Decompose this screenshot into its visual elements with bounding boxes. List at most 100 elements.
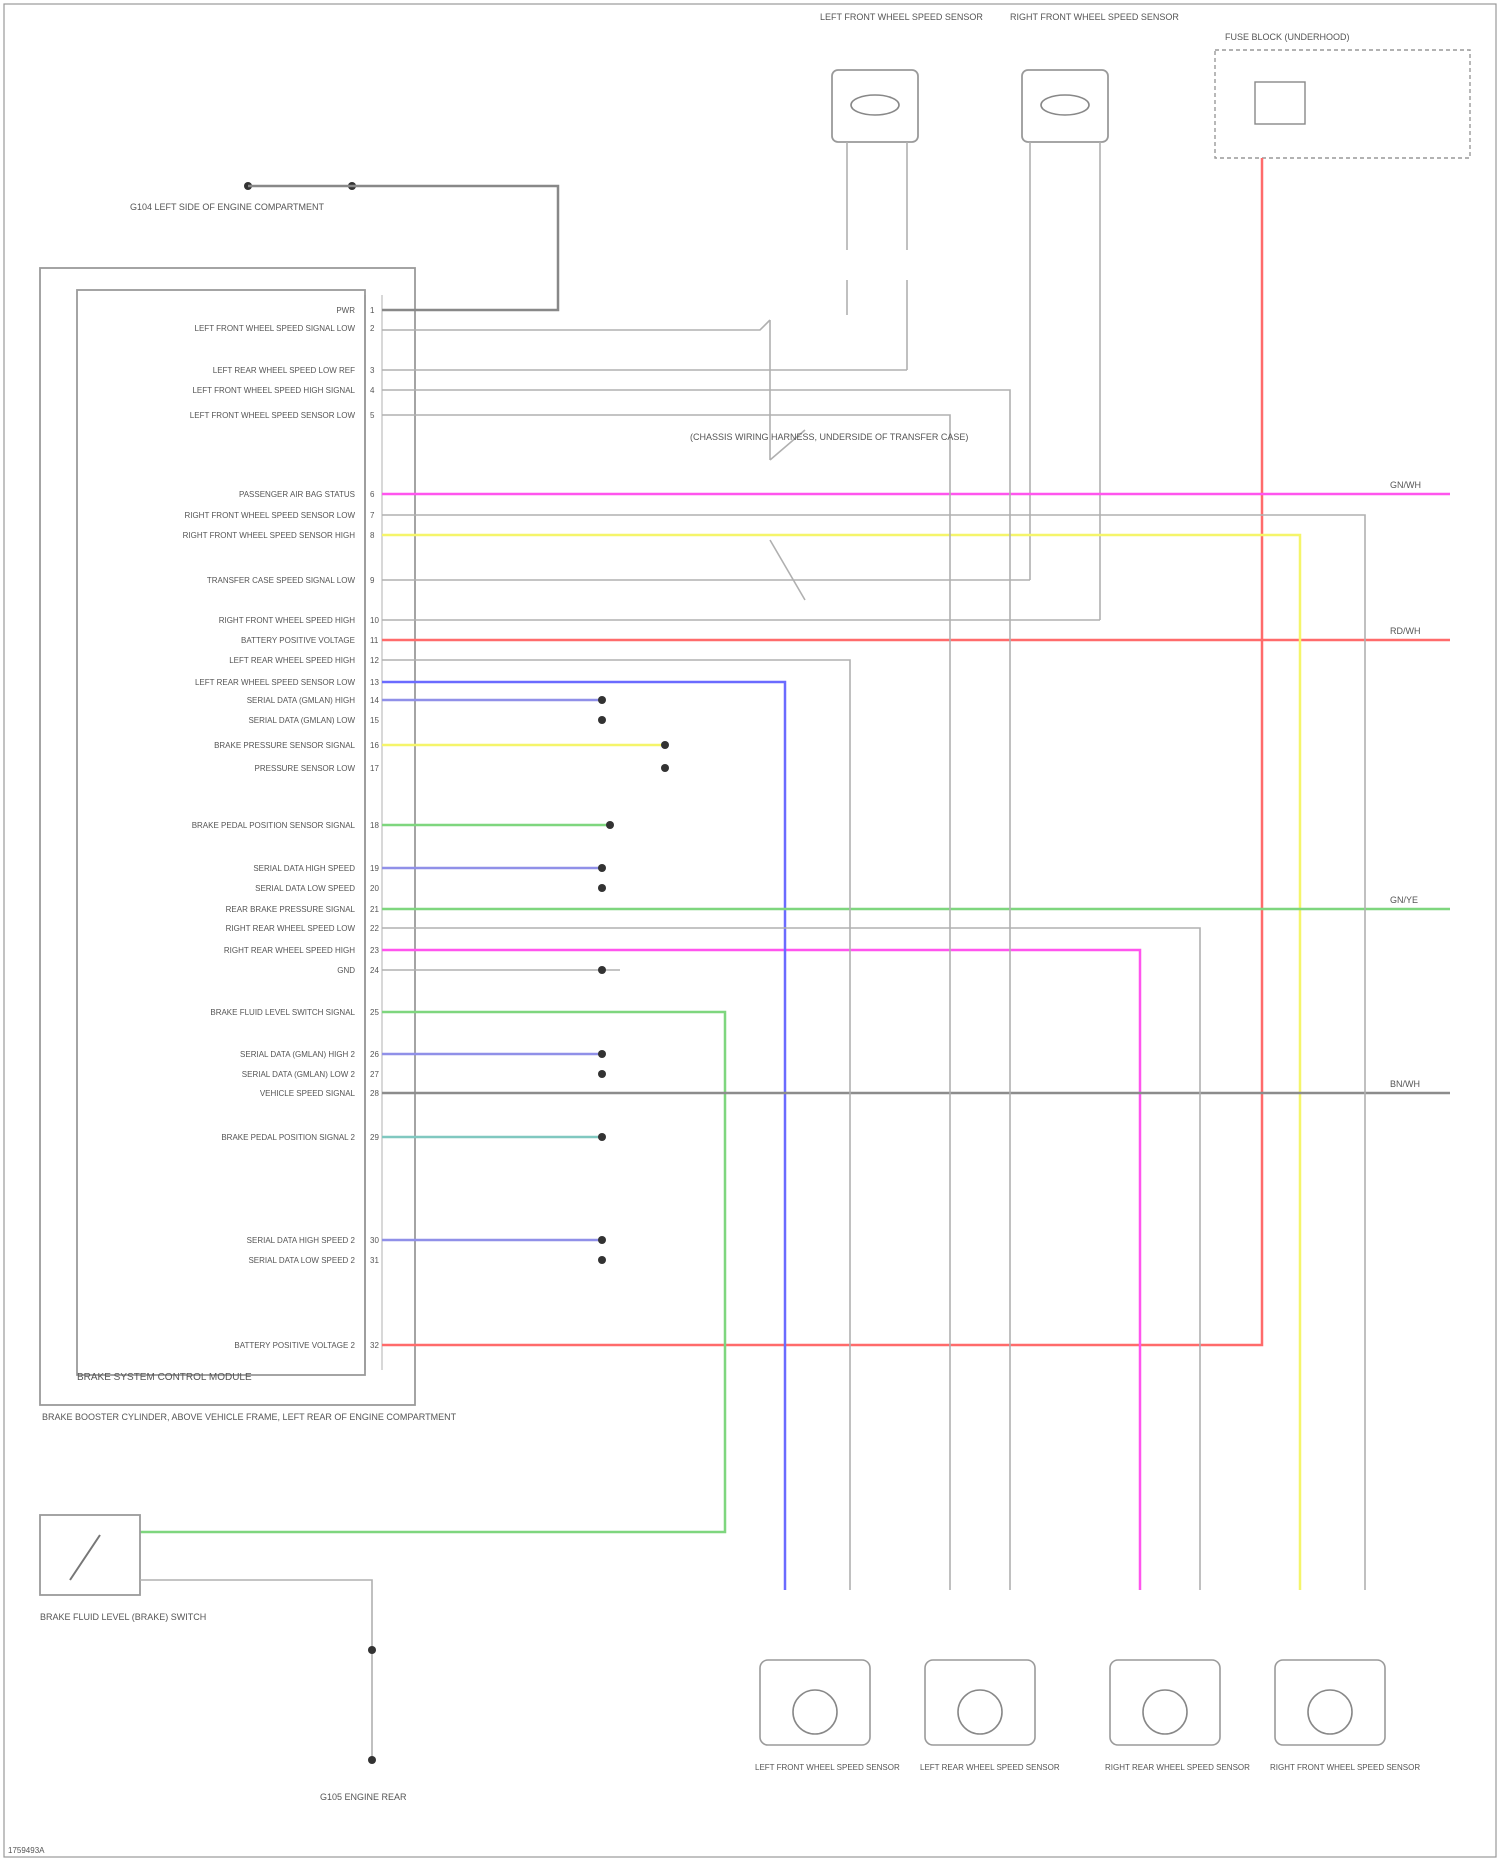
pin-number: 32 bbox=[370, 1341, 379, 1350]
pin-number: 31 bbox=[370, 1256, 379, 1265]
pin-number: 16 bbox=[370, 741, 379, 750]
edge-label-4: BN/WH bbox=[1390, 1079, 1420, 1089]
pin-label: SERIAL DATA (GMLAN) HIGH 2 bbox=[240, 1050, 356, 1059]
pin-number: 18 bbox=[370, 821, 379, 830]
pin-label: SERIAL DATA (GMLAN) LOW bbox=[248, 716, 355, 725]
pin-label: LEFT REAR WHEEL SPEED LOW REF bbox=[213, 366, 355, 375]
pin-number: 29 bbox=[370, 1133, 379, 1142]
right-edge-labels: GN/WH RD/WH GN/YE BN/WH bbox=[1390, 480, 1421, 1089]
pin-number: 11 bbox=[370, 636, 379, 645]
wheel-sensor-label: LEFT REAR WHEEL SPEED SENSOR bbox=[920, 1763, 1060, 1772]
wheel-sensor-coil bbox=[793, 1690, 837, 1734]
pin-label: SERIAL DATA HIGH SPEED bbox=[253, 864, 355, 873]
pin-label: SERIAL DATA (GMLAN) HIGH bbox=[247, 696, 356, 705]
pin-number: 19 bbox=[370, 864, 379, 873]
pin-label: RIGHT FRONT WHEEL SPEED SENSOR HIGH bbox=[183, 531, 356, 540]
wheel-sensor-label: LEFT FRONT WHEEL SPEED SENSOR bbox=[755, 1763, 900, 1772]
wheel-sensor-coil bbox=[1143, 1690, 1187, 1734]
pin-label: PASSENGER AIR BAG STATUS bbox=[239, 490, 355, 499]
fuse-block-box bbox=[1215, 50, 1470, 158]
pin-number: 1 bbox=[370, 306, 375, 315]
pair-connector-dots bbox=[598, 696, 669, 1264]
pin-number: 24 bbox=[370, 966, 379, 975]
gray-feed-lines bbox=[382, 320, 1365, 1590]
pin-number: 5 bbox=[370, 411, 375, 420]
ground-bottom-dot bbox=[368, 1756, 376, 1764]
pin-label: BRAKE PRESSURE SENSOR SIGNAL bbox=[214, 741, 355, 750]
pin-number: 2 bbox=[370, 324, 375, 333]
pin-label: SERIAL DATA HIGH SPEED 2 bbox=[247, 1236, 356, 1245]
pin-label: RIGHT REAR WHEEL SPEED LOW bbox=[226, 924, 356, 933]
pin-number: 6 bbox=[370, 490, 375, 499]
pin-number: 13 bbox=[370, 678, 379, 687]
wheel-sensor-body bbox=[760, 1660, 870, 1745]
pin-number: 10 bbox=[370, 616, 379, 625]
pin-number: 3 bbox=[370, 366, 375, 375]
top-sensor-2-body bbox=[1022, 70, 1108, 142]
brake-switch-label: BRAKE FLUID LEVEL (BRAKE) SWITCH bbox=[40, 1612, 206, 1622]
pin-label: LEFT REAR WHEEL SPEED HIGH bbox=[229, 656, 355, 665]
brake-fluid-switch: BRAKE FLUID LEVEL (BRAKE) SWITCH G105 EN… bbox=[40, 1515, 407, 1802]
top-right-front-sensor: RIGHT FRONT WHEEL SPEED SENSOR bbox=[1010, 12, 1179, 620]
pin-number: 21 bbox=[370, 905, 379, 914]
pin-label: SERIAL DATA LOW SPEED bbox=[255, 884, 355, 893]
pin-number: 23 bbox=[370, 946, 379, 955]
pin-label: RIGHT FRONT WHEEL SPEED HIGH bbox=[219, 616, 356, 625]
pin-label: RIGHT REAR WHEEL SPEED HIGH bbox=[224, 946, 355, 955]
pin-label: PRESSURE SENSOR LOW bbox=[255, 764, 356, 773]
magenta-wire-rr bbox=[382, 950, 1140, 1590]
pin-label: BRAKE PEDAL POSITION SIGNAL 2 bbox=[221, 1133, 355, 1142]
top-sensor-1-label: LEFT FRONT WHEEL SPEED SENSOR bbox=[820, 12, 983, 22]
pin-number: 22 bbox=[370, 924, 379, 933]
module-inner-box bbox=[77, 290, 365, 1375]
pin-number: 15 bbox=[370, 716, 379, 725]
ground-bottom-label: G105 ENGINE REAR bbox=[320, 1792, 407, 1802]
wheel-sensor-body bbox=[1110, 1660, 1220, 1745]
pin-label: LEFT FRONT WHEEL SPEED SENSOR LOW bbox=[190, 411, 356, 420]
fuse-block: FUSE BLOCK (UNDERHOOD) bbox=[1215, 32, 1470, 158]
top-sensor-2-label: RIGHT FRONT WHEEL SPEED SENSOR bbox=[1010, 12, 1179, 22]
wheel-sensor-body bbox=[1275, 1660, 1385, 1745]
splice-note: (CHASSIS WIRING HARNESS, UNDERSIDE OF TR… bbox=[690, 432, 968, 442]
pin-number: 4 bbox=[370, 386, 375, 395]
pin-label: LEFT FRONT WHEEL SPEED SIGNAL LOW bbox=[195, 324, 356, 333]
pin-number: 12 bbox=[370, 656, 379, 665]
edge-label-1: GN/WH bbox=[1390, 480, 1421, 490]
yellow-wire-rf bbox=[382, 535, 1300, 1590]
wheel-sensor-coil bbox=[958, 1690, 1002, 1734]
pin-label: LEFT FRONT WHEEL SPEED HIGH SIGNAL bbox=[192, 386, 355, 395]
red-wire-battery bbox=[382, 158, 1262, 1345]
fuse-block-label: FUSE BLOCK (UNDERHOOD) bbox=[1225, 32, 1350, 42]
pin-number: 25 bbox=[370, 1008, 379, 1017]
top-sensor-1-body bbox=[832, 70, 918, 142]
wheel-sensor-body bbox=[925, 1660, 1035, 1745]
control-module: BRAKE SYSTEM CONTROL MODULE BRAKE BOOSTE… bbox=[40, 268, 457, 1422]
pin-label: RIGHT FRONT WHEEL SPEED SENSOR LOW bbox=[184, 511, 355, 520]
wheel-sensor-label: RIGHT REAR WHEEL SPEED SENSOR bbox=[1105, 1763, 1250, 1772]
pin-label: SERIAL DATA LOW SPEED 2 bbox=[248, 1256, 355, 1265]
pin-number: 27 bbox=[370, 1070, 379, 1079]
pin-label: VEHICLE SPEED SIGNAL bbox=[260, 1089, 356, 1098]
pin-label: BATTERY POSITIVE VOLTAGE bbox=[241, 636, 355, 645]
pin-label: TRANSFER CASE SPEED SIGNAL LOW bbox=[207, 576, 356, 585]
pin-label: GND bbox=[337, 966, 355, 975]
module-outer-box bbox=[40, 268, 415, 1405]
ground-top-label: G104 LEFT SIDE OF ENGINE COMPARTMENT bbox=[130, 202, 325, 212]
pin-label: LEFT REAR WHEEL SPEED SENSOR LOW bbox=[195, 678, 355, 687]
bottom-wheel-sensors: LEFT FRONT WHEEL SPEED SENSOR LEFT REAR W… bbox=[755, 1660, 1420, 1772]
wheel-sensor-coil bbox=[1308, 1690, 1352, 1734]
edge-label-2: RD/WH bbox=[1390, 626, 1421, 636]
green-wire-brake-switch bbox=[140, 1012, 725, 1532]
pin-number: 30 bbox=[370, 1236, 379, 1245]
pin-number: 28 bbox=[370, 1089, 379, 1098]
pin-label: BRAKE PEDAL POSITION SENSOR SIGNAL bbox=[192, 821, 356, 830]
footer-code: 1759493A bbox=[8, 1846, 45, 1855]
edge-label-3: GN/YE bbox=[1390, 895, 1418, 905]
pin-label: BRAKE FLUID LEVEL SWITCH SIGNAL bbox=[210, 1008, 355, 1017]
pin-number: 9 bbox=[370, 576, 375, 585]
pin-number: 14 bbox=[370, 696, 379, 705]
top-left-front-sensor: LEFT FRONT WHEEL SPEED SENSOR bbox=[820, 12, 983, 370]
pin-number: 17 bbox=[370, 764, 379, 773]
brake-switch-box bbox=[40, 1515, 140, 1595]
